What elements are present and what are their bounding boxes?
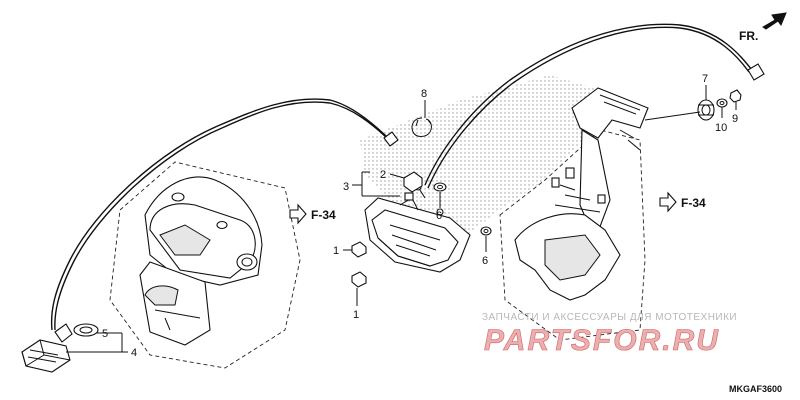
ref-right-arrow-icon xyxy=(659,191,677,213)
ref-right-group: F-34 xyxy=(659,191,706,213)
front-direction-indicator: FR. xyxy=(739,12,787,43)
callout-1-top: 1 xyxy=(333,245,339,257)
diagram-code: MKGAF3600 xyxy=(729,384,782,394)
callout-3: 3 xyxy=(343,181,349,193)
rear-fender xyxy=(139,176,263,346)
front-direction-arrow-icon xyxy=(762,12,787,30)
harness-end-terminal xyxy=(747,63,765,81)
harness-cable-left xyxy=(50,98,391,331)
watermark-tagline: ЗАПЧАСТИ И АКСЕССУАРЫ ДЛЯ МОТОТЕХНИКИ xyxy=(482,312,737,323)
grommet-part-7 xyxy=(697,99,715,121)
callout-6-top: 6 xyxy=(436,210,442,222)
license-plate-bracket xyxy=(514,87,649,301)
connector-boot xyxy=(54,323,73,343)
callouts: 1 1 2 3 4 5 6 6 7 8 9 10 xyxy=(102,73,738,359)
callout-8: 8 xyxy=(421,88,427,100)
harness-cable-right xyxy=(424,23,753,186)
nut-part-1a xyxy=(351,241,367,258)
ref-left-arrow-icon xyxy=(289,203,307,225)
socket-part-2a xyxy=(403,171,423,193)
front-direction-label: FR. xyxy=(739,29,758,43)
washer-part-6b xyxy=(480,226,492,236)
callout-9: 9 xyxy=(732,113,738,125)
callout-6-bottom: 6 xyxy=(482,255,488,267)
clip-part-8 xyxy=(411,117,432,137)
callout-4: 4 xyxy=(131,347,137,359)
callout-7: 7 xyxy=(702,73,708,85)
leader-lines xyxy=(66,85,737,353)
connector-body xyxy=(21,339,71,373)
wire-harness xyxy=(50,23,765,331)
nut-part-1b xyxy=(351,271,367,288)
ref-right-label: F-34 xyxy=(681,196,706,210)
washer-part-6a xyxy=(433,182,447,192)
washer-part-10 xyxy=(716,98,728,108)
ref-left-label: F-34 xyxy=(311,208,336,222)
callout-10: 10 xyxy=(715,122,727,134)
nut-part-9 xyxy=(729,89,742,103)
callout-1-bottom: 1 xyxy=(353,309,359,321)
fender-reference-outline xyxy=(109,161,301,369)
callout-2: 2 xyxy=(380,169,386,181)
grommet-5 xyxy=(73,323,99,337)
ref-left-group: F-34 xyxy=(289,203,336,225)
connector-assembly xyxy=(21,323,99,373)
stipple-region xyxy=(360,75,600,240)
watermark: ЗАПЧАСТИ И АКСЕССУАРЫ ДЛЯ МОТОТЕХНИКИ PA… xyxy=(482,312,737,357)
tail-light-assembly xyxy=(364,183,471,273)
callout-5: 5 xyxy=(102,328,108,340)
watermark-brand: PARTSFOR.RU xyxy=(484,324,720,357)
